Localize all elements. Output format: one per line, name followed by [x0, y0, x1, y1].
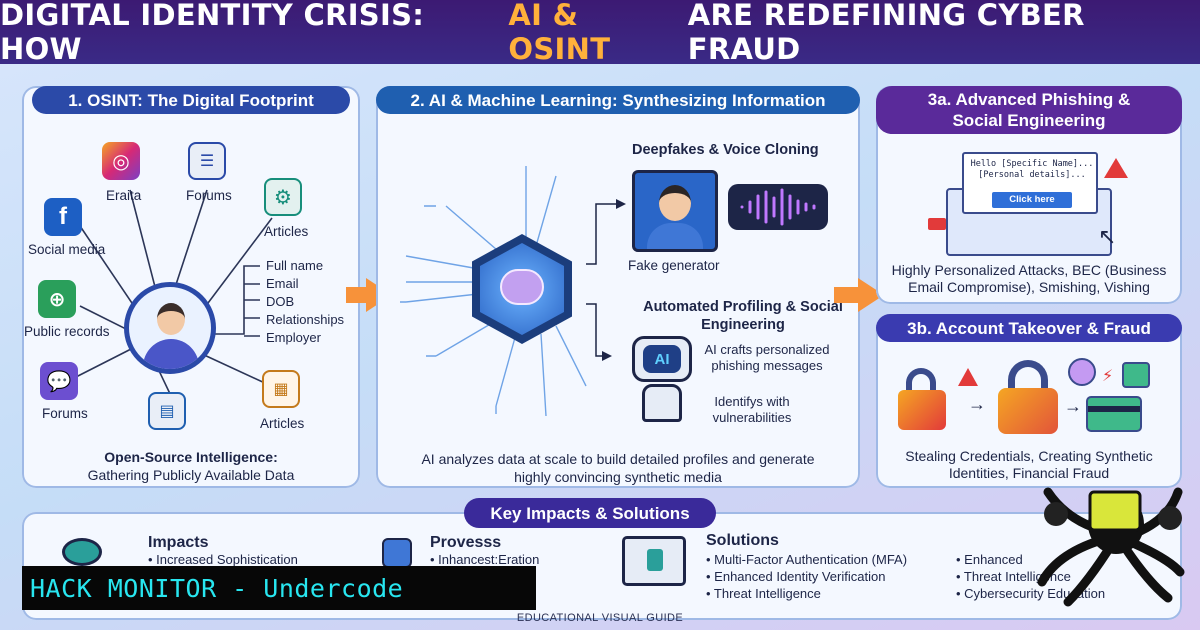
phishing-heading: 3a. Advanced Phishing & Social Engineeri…	[876, 86, 1182, 134]
facebook-icon: f	[44, 198, 82, 236]
osint-caption-title: Open-Source Intelligence:	[104, 449, 278, 465]
takeover-caption: Stealing Credentials, Creating Synthetic…	[905, 448, 1153, 481]
warning-icon-2	[958, 368, 978, 386]
fake-face-screen	[632, 170, 718, 252]
flow-arrow-2-bar	[834, 287, 860, 303]
flow-arrow-1-bar	[346, 287, 368, 303]
fake-generator-label: Fake generator	[628, 258, 720, 273]
laptop-lock-icon	[622, 536, 686, 586]
document-icon: ▦	[262, 370, 300, 408]
solutions-title: Solutions	[706, 532, 779, 549]
title-part1: DIGITAL IDENTITY CRISIS: HOW	[0, 0, 425, 66]
click-here-button[interactable]: Click here	[992, 192, 1072, 208]
solution-threat-intel-1: • Threat Intelligence	[706, 586, 821, 601]
footer-caption: EDUCATIONAL VISUAL GUIDE	[516, 612, 684, 624]
globe-icon: ⊕	[38, 280, 76, 318]
source-label-forums-bottom: Forums	[42, 406, 88, 421]
source-label-forums-top: Forums	[186, 188, 232, 203]
attribute-full-name: Full name	[266, 258, 324, 273]
impacts-heading: Key Impacts & Solutions	[464, 498, 716, 528]
impact-network-icon	[62, 538, 102, 566]
credit-card-icon	[1086, 396, 1142, 432]
voice-wave-icon	[728, 184, 828, 230]
source-label-social-media: Social media	[28, 242, 106, 257]
gear-icon: ⚙	[264, 178, 302, 216]
arrow-right-icon: →	[968, 394, 986, 414]
small-mail-icon	[928, 218, 946, 230]
attribute-relationships: Relationships	[266, 312, 345, 327]
person-avatar	[124, 282, 216, 374]
source-label-articles-bottom: Articles	[260, 416, 305, 431]
circuit-lines	[400, 166, 626, 417]
octopus-logo-icon	[1037, 487, 1185, 607]
phishing-panel: 3a. Advanced Phishing & Social Engineeri…	[876, 86, 1182, 304]
ai-heading: 2. AI & Machine Learning: Synthesizing I…	[376, 86, 860, 114]
profiling-bullet-2: Identifys with vulnerabilities	[712, 394, 792, 425]
newspaper-icon: ▤	[148, 392, 186, 430]
lock-shackle-broken	[906, 368, 936, 394]
id-card-icon	[1122, 362, 1150, 388]
lock-shackle	[1008, 360, 1048, 394]
attribute-dob: DOB	[266, 294, 295, 309]
profiling-title: Automated Profiling & Social Engineering	[643, 299, 843, 333]
ai-panel: 2. AI & Machine Learning: Synthesizing I…	[376, 86, 860, 488]
page-title: DIGITAL IDENTITY CRISIS: HOW AI & OSINT …	[0, 0, 1200, 66]
deepfake-title: Deepfakes & Voice Cloning	[632, 142, 819, 158]
brain-shape	[500, 269, 544, 305]
email-text: Hello [Specific Name]... [Personal detai…	[970, 159, 1094, 180]
arrow-right-icon-2: →	[1064, 396, 1082, 416]
broken-lock-icon	[898, 390, 946, 430]
instagram-icon: ◎	[102, 142, 140, 180]
forum-page-icon: ☰	[188, 142, 226, 180]
attribute-email: Email	[266, 276, 299, 291]
user-avatar-icon	[1068, 358, 1096, 386]
cursor-icon: ↖	[1098, 224, 1117, 249]
robot-body	[642, 384, 682, 422]
title-highlight: AI & OSINT	[508, 0, 611, 66]
attribute-employer: Employer	[266, 330, 321, 345]
source-label-public-records: Public records	[24, 324, 110, 339]
osint-heading: 1. OSINT: The Digital Footprint	[32, 86, 350, 114]
solution-mfa: • Multi-Factor Authentication (MFA)	[706, 552, 908, 567]
solution-enhanced: • Enhanced	[956, 552, 1023, 567]
osint-panel: 1. OSINT: The Digital Footprint ◎ Eraita…	[22, 86, 360, 488]
warning-icon	[1104, 158, 1128, 178]
process-title: Provesss	[430, 534, 502, 551]
lightning-icon: ⚡	[1102, 368, 1114, 385]
source-label-articles-top: Articles	[264, 224, 309, 239]
osint-caption: Gathering Publicly Available Data	[87, 467, 295, 483]
robot-icon: AI	[632, 336, 692, 382]
takeover-heading: 3b. Account Takeover & Fraud	[876, 314, 1182, 342]
impacts-title: Impacts	[148, 534, 209, 551]
phishing-caption: Highly Personalized Attacks, BEC (Busine…	[891, 262, 1167, 295]
chat-bubble-icon: 💬	[40, 362, 78, 400]
email-message: Hello [Specific Name]... [Personal detai…	[962, 152, 1098, 214]
shield-icon	[382, 538, 412, 568]
hack-monitor-watermark: HACK MONITOR - Undercode	[22, 566, 536, 610]
solution-identity-verification: • Enhanced Identity Verification	[706, 569, 886, 584]
profiling-bullet-1: AI crafts personalized phishing messages	[704, 342, 830, 373]
robot-ai-badge: AI	[643, 345, 681, 373]
source-label-eraita: Eraita	[106, 188, 142, 203]
title-part2: ARE REDEFINING CYBER FRAUD	[687, 0, 1085, 66]
process-item: • Inhancest:Eration	[430, 552, 540, 567]
lock-icon	[998, 388, 1058, 434]
impacts-item: • Increased Sophistication	[148, 552, 298, 567]
account-takeover-panel: 3b. Account Takeover & Fraud → → ⚡ Steal…	[876, 314, 1182, 488]
ai-caption: AI analyzes data at scale to build detai…	[421, 451, 815, 485]
